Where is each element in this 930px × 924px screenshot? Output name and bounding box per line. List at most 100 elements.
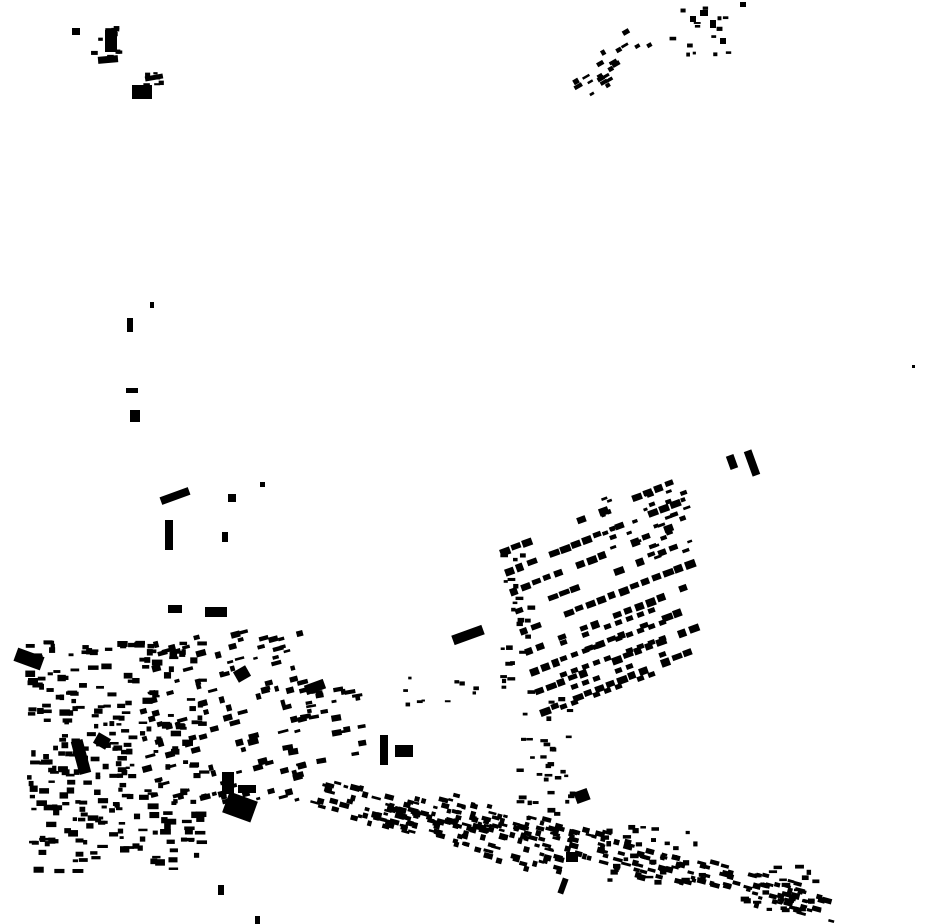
building bbox=[72, 28, 80, 35]
building bbox=[583, 688, 593, 698]
building bbox=[522, 712, 528, 716]
building bbox=[549, 746, 556, 752]
building bbox=[160, 828, 171, 835]
building bbox=[264, 679, 274, 687]
building bbox=[597, 848, 609, 854]
building bbox=[589, 619, 601, 630]
building bbox=[678, 861, 684, 867]
building bbox=[144, 753, 156, 759]
building bbox=[615, 46, 623, 54]
building bbox=[638, 666, 649, 676]
building bbox=[170, 730, 182, 737]
building bbox=[222, 798, 228, 804]
building bbox=[134, 641, 145, 648]
building bbox=[657, 522, 666, 528]
building bbox=[146, 726, 152, 732]
building bbox=[790, 891, 801, 900]
building bbox=[121, 711, 131, 715]
building bbox=[83, 780, 92, 785]
building bbox=[279, 766, 290, 775]
building bbox=[681, 877, 690, 882]
building bbox=[207, 687, 218, 694]
building bbox=[113, 745, 123, 751]
building bbox=[646, 42, 653, 49]
building bbox=[80, 746, 89, 751]
building bbox=[116, 723, 122, 726]
building bbox=[137, 845, 143, 851]
building bbox=[614, 866, 619, 873]
building bbox=[653, 483, 664, 494]
building bbox=[228, 494, 236, 502]
building bbox=[645, 847, 655, 856]
building bbox=[62, 718, 73, 723]
building bbox=[151, 649, 157, 654]
building bbox=[806, 869, 812, 875]
building bbox=[682, 505, 691, 511]
building bbox=[828, 918, 835, 924]
building bbox=[260, 685, 271, 692]
building bbox=[679, 489, 688, 497]
building bbox=[209, 725, 220, 733]
building bbox=[130, 410, 140, 422]
building bbox=[228, 642, 238, 651]
building bbox=[668, 543, 679, 552]
building bbox=[631, 859, 639, 867]
building bbox=[164, 750, 176, 759]
building bbox=[623, 606, 633, 615]
building bbox=[455, 814, 462, 821]
building bbox=[58, 751, 65, 756]
building bbox=[48, 780, 55, 783]
building bbox=[519, 553, 526, 558]
building bbox=[65, 751, 73, 757]
building bbox=[258, 634, 269, 642]
building bbox=[68, 710, 74, 716]
building bbox=[669, 36, 677, 41]
building bbox=[145, 72, 151, 78]
building bbox=[90, 851, 98, 855]
building bbox=[42, 709, 52, 714]
building bbox=[59, 792, 69, 799]
building bbox=[416, 700, 423, 704]
building bbox=[25, 643, 35, 648]
building bbox=[146, 649, 153, 656]
building bbox=[513, 583, 519, 589]
building bbox=[397, 806, 407, 815]
building bbox=[183, 760, 189, 764]
building bbox=[176, 723, 185, 726]
building bbox=[181, 649, 186, 655]
building bbox=[560, 769, 566, 774]
building bbox=[176, 716, 188, 724]
building bbox=[154, 83, 161, 86]
building bbox=[91, 714, 99, 718]
building bbox=[522, 846, 530, 854]
building bbox=[149, 811, 160, 819]
building bbox=[388, 802, 395, 807]
building bbox=[234, 656, 245, 662]
building bbox=[144, 789, 152, 792]
building bbox=[179, 641, 188, 646]
building bbox=[709, 880, 715, 886]
building bbox=[587, 79, 594, 85]
building bbox=[478, 824, 487, 829]
building bbox=[693, 22, 701, 24]
building bbox=[154, 738, 164, 745]
building bbox=[255, 916, 260, 924]
building bbox=[636, 674, 645, 683]
building bbox=[175, 724, 186, 730]
building bbox=[787, 878, 795, 884]
building bbox=[509, 831, 516, 839]
building bbox=[403, 815, 410, 820]
building bbox=[535, 825, 545, 832]
building bbox=[610, 869, 618, 875]
building bbox=[500, 647, 505, 651]
building bbox=[554, 811, 561, 816]
building bbox=[665, 530, 674, 536]
building bbox=[414, 796, 421, 802]
building bbox=[89, 649, 98, 656]
building bbox=[117, 50, 123, 54]
building bbox=[716, 26, 723, 31]
building bbox=[306, 708, 312, 714]
building bbox=[502, 814, 508, 819]
building bbox=[412, 812, 420, 820]
building bbox=[169, 656, 179, 660]
